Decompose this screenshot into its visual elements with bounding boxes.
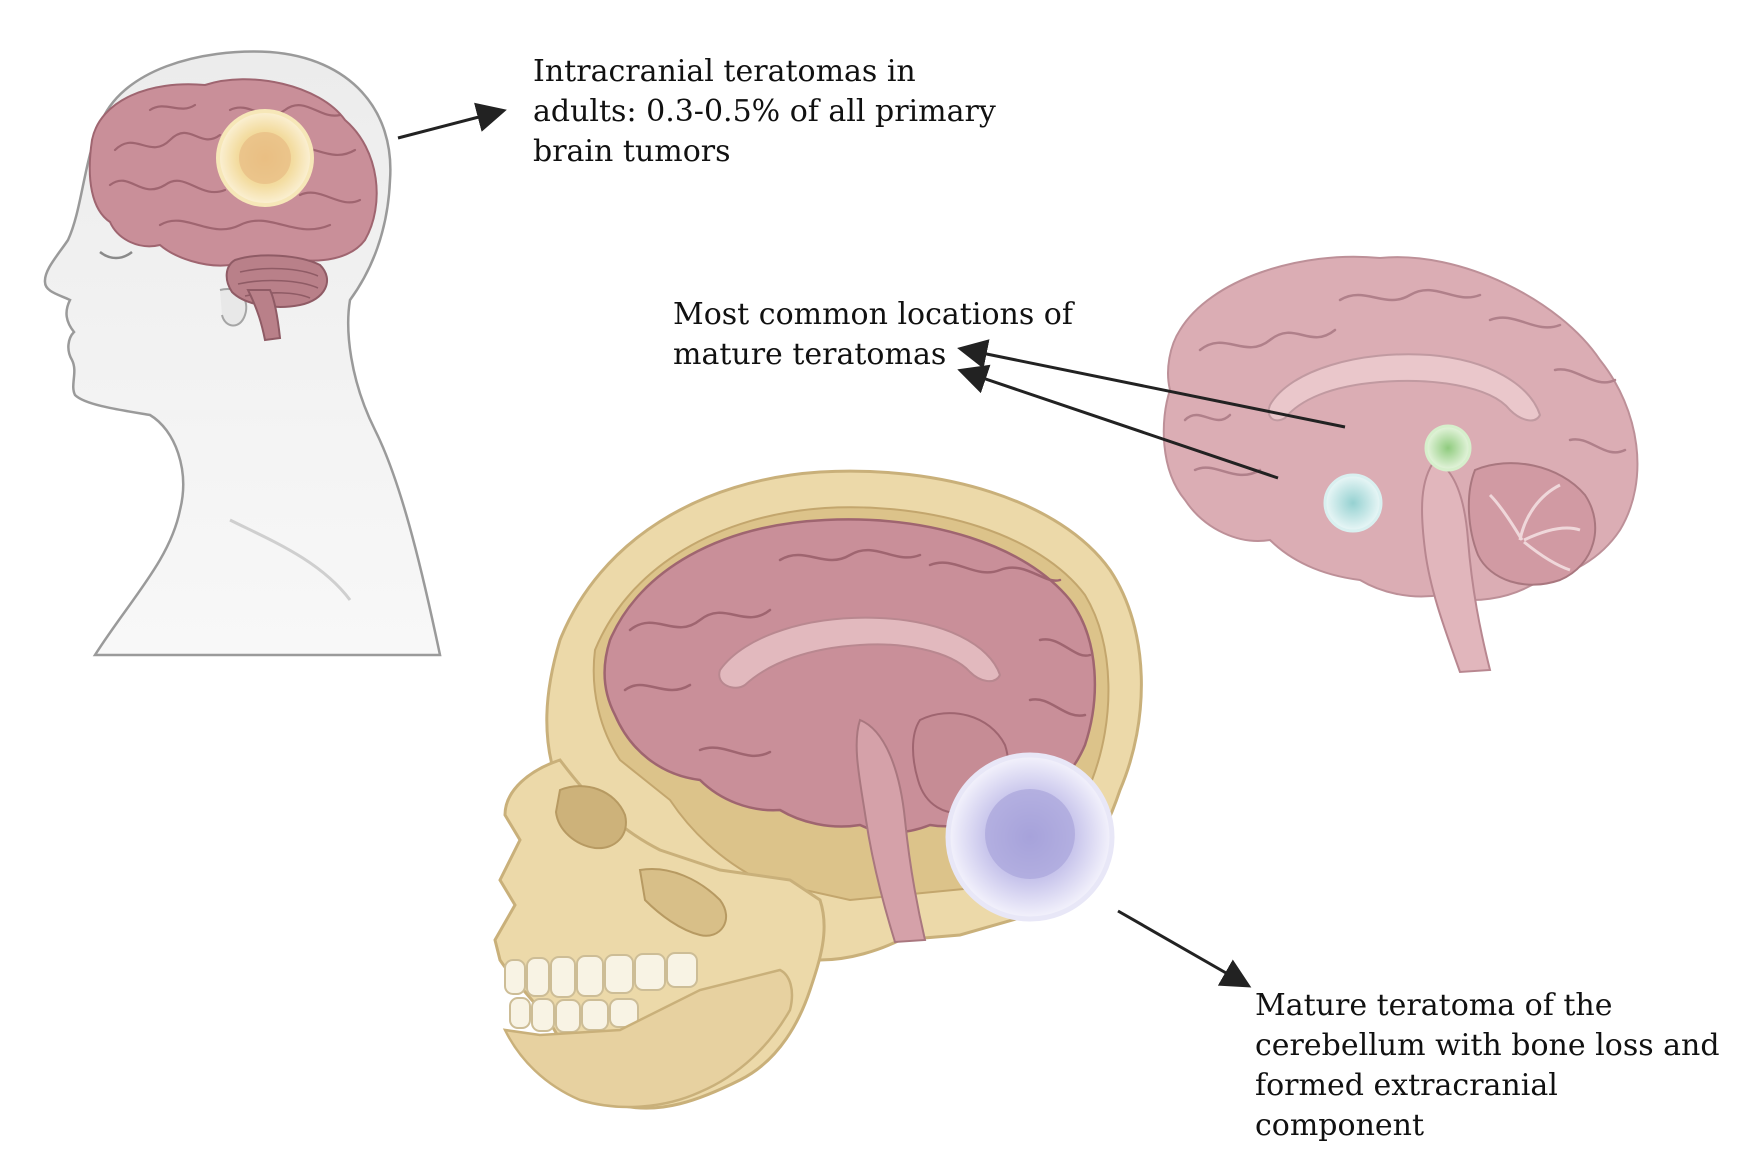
sagittal-cerebellum [1467, 462, 1597, 586]
arrow-to-cerebellum-label [1117, 909, 1252, 988]
skull-mandible [502, 968, 794, 1109]
head-silhouette-illustration [43, 50, 442, 657]
skull-cross-section-illustration [493, 469, 1143, 1110]
skull-nasal-cavity [638, 868, 727, 937]
sagittal-arbor-vitae [1488, 483, 1581, 572]
sagittal-brainstem [1421, 458, 1492, 674]
common-locations-label: Most common locations of mature teratoma… [673, 297, 1073, 372]
cyan-tumor-icon [1323, 473, 1383, 533]
skull-corpus-callosum [718, 616, 1002, 689]
sagittal-corpus-callosum [1267, 353, 1542, 422]
skull-brain-gyri [623, 548, 1092, 758]
green-tumor-icon [1424, 424, 1472, 472]
skull-brainstem [855, 718, 927, 944]
skull-teeth [504, 952, 698, 1033]
sagittal-brain-illustration [1162, 255, 1639, 674]
sagittal-brain-gyri [1183, 288, 1627, 477]
closed-eye [99, 250, 133, 260]
small-brainstem [246, 289, 282, 342]
arrow-to-green-tumor [957, 339, 1346, 429]
arrow-to-prevalence-label [397, 102, 507, 140]
prevalence-label: Intracranial teratomas in adults: 0.3-0.… [533, 54, 996, 169]
cerebellum-case-label: Mature teratoma of the cerebellum with b… [1255, 988, 1720, 1143]
skull-orbit [554, 785, 627, 850]
arrow-to-cyan-tumor [957, 364, 1279, 480]
neck-line [229, 518, 352, 601]
